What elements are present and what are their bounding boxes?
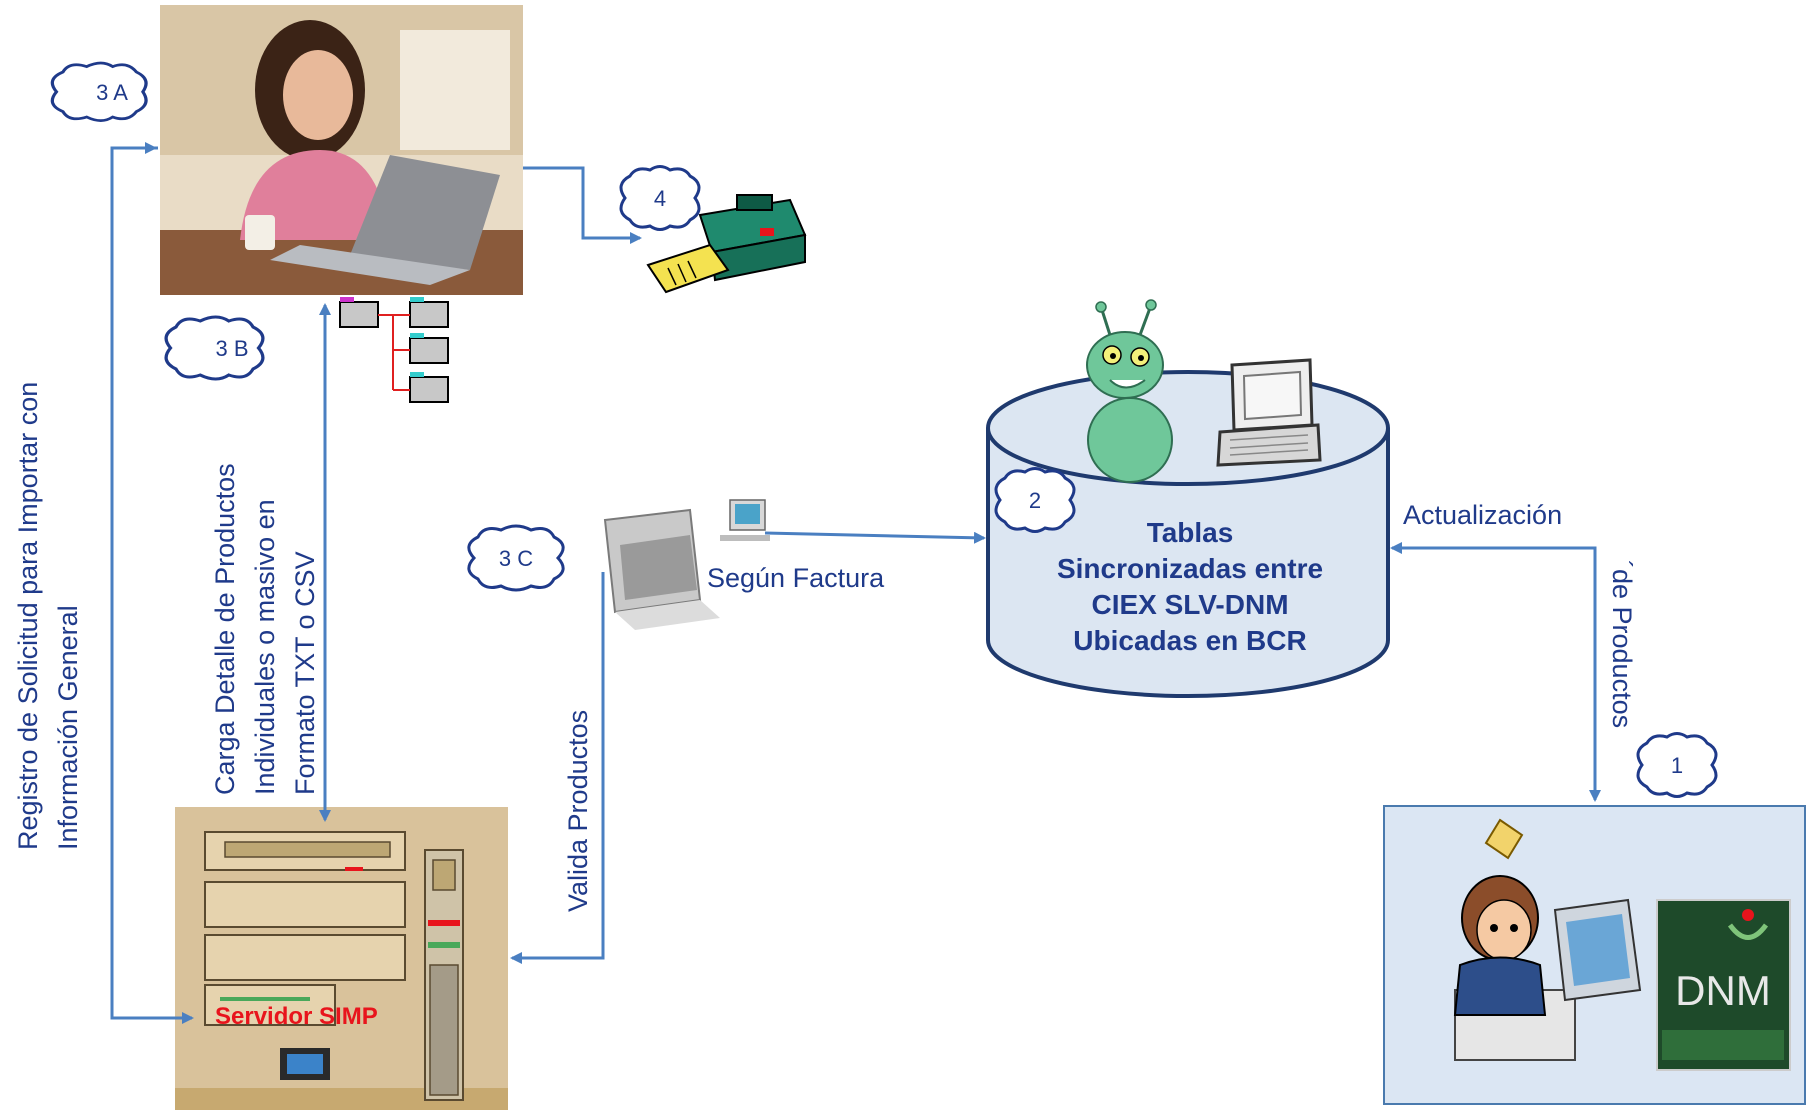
badge-4: 4	[619, 165, 701, 231]
badge-2: 2	[994, 467, 1076, 533]
carga-line-2: Individuales o masivo en	[250, 499, 280, 795]
database-line-2: Sincronizadas entre	[1056, 553, 1324, 584]
dnm-logo: DNM	[1656, 899, 1791, 1071]
badge-1: 1	[1636, 732, 1718, 798]
svg-text:4: 4	[654, 186, 666, 211]
server-label: Servidor SIMP	[215, 1003, 378, 1030]
svg-text:2: 2	[1029, 488, 1041, 513]
svg-text:1: 1	[1671, 753, 1683, 778]
badge-3c: 3 C	[467, 524, 565, 592]
registro-line-1: Registro de Solicitud para Importar con	[13, 381, 43, 850]
folder-tree-icon	[339, 297, 449, 403]
carga-label: Carga Detalle de Productos Individuales …	[205, 463, 325, 795]
svg-text:3 B: 3 B	[215, 336, 248, 361]
valida-label: Valida Productos	[558, 710, 598, 912]
user-laptop-photo	[160, 5, 523, 295]
registro-line-2: Información General	[53, 605, 83, 850]
database-line-4: Ubicadas en BCR	[1073, 625, 1307, 656]
dnm-operator-figure	[1453, 818, 1642, 1061]
carga-line-3: Formato TXT o CSV	[290, 551, 320, 795]
database-line-1: Tablas	[1146, 517, 1234, 548]
database-label: Tablas Sincronizadas entre CIEX SLV-DNM …	[990, 515, 1390, 659]
database-line-3: CIEX SLV-DNM	[1091, 589, 1289, 620]
alien-mascot-icon	[1086, 299, 1173, 483]
svg-text:DNM: DNM	[1675, 967, 1771, 1014]
valida-line-1: Valida Productos	[563, 709, 593, 912]
registro-label: Registro de Solicitud para Importar con …	[8, 382, 88, 850]
laptop-icon	[1216, 358, 1322, 467]
badge-3a: 3 A	[50, 61, 148, 122]
computer-terminal-icon	[603, 499, 770, 630]
connector-arrows	[110, 142, 1601, 1024]
server-simp-icon	[175, 807, 508, 1110]
actualizacion-label: Actualización	[1403, 500, 1563, 530]
carga-line-1: Carga Detalle de Productos	[210, 463, 240, 795]
printer-icon	[646, 194, 807, 294]
badge-3b: 3 B	[164, 315, 265, 381]
de-productos-label: ´de Productos	[1607, 560, 1637, 729]
segun-factura-label: Según Factura	[707, 563, 885, 593]
svg-text:3 C: 3 C	[499, 546, 533, 571]
svg-text:3 A: 3 A	[96, 80, 128, 105]
